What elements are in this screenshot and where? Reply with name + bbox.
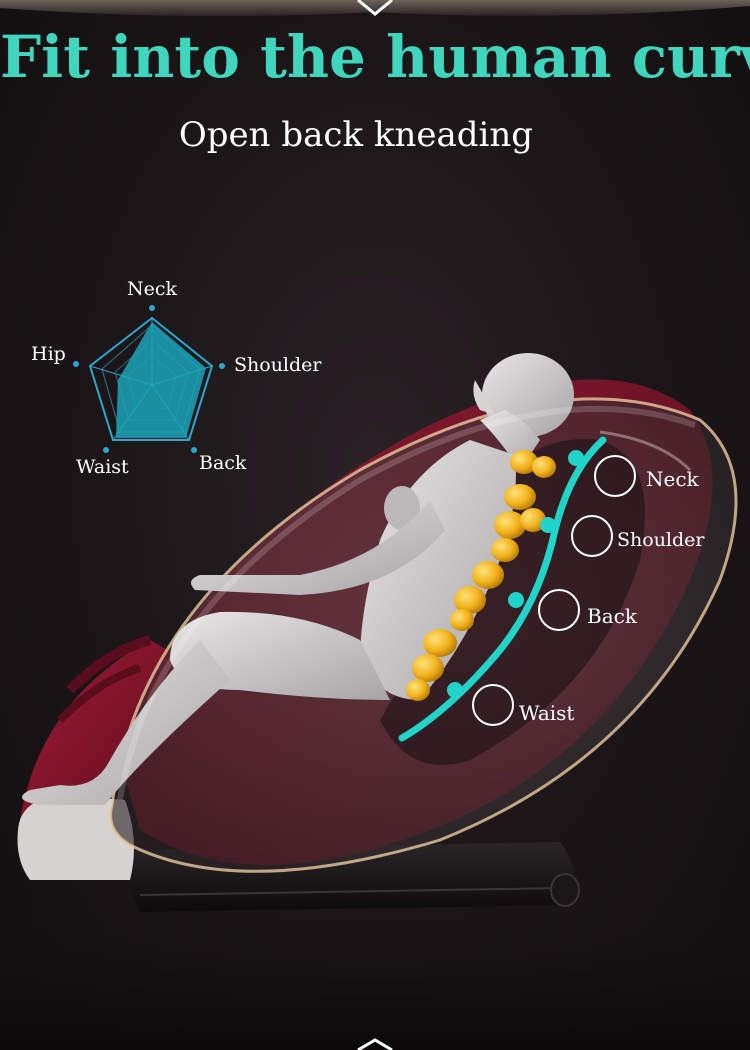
radar-label-back: Back (199, 452, 247, 474)
radar-chart (73, 305, 225, 453)
top-texture-band (0, 0, 750, 17)
roller-pair-neck (510, 450, 556, 478)
radar-dot-waist (103, 447, 109, 453)
human-figure (22, 353, 574, 805)
zone-ring-waist (472, 684, 514, 726)
radar-label-waist: Waist (76, 456, 129, 478)
zone-label-neck: Neck (646, 467, 699, 491)
zone-label-shoulder: Shoulder (617, 529, 705, 551)
radar-dot-neck (149, 305, 155, 311)
roller-pair-shoulder (491, 484, 546, 562)
track-point-back (508, 592, 524, 608)
top-chevron-down-icon (357, 0, 393, 16)
roller-pair-waist (406, 629, 457, 701)
track-point-neck (568, 450, 584, 466)
track-point-shoulder (540, 517, 556, 533)
zone-label-waist: Waist (519, 701, 575, 725)
radar-dot-back (191, 447, 197, 453)
track-point-waist (447, 682, 463, 698)
zone-ring-back (538, 589, 580, 631)
zone-ring-shoulder (571, 515, 613, 557)
radar-dot-hip (73, 361, 79, 367)
subheadline: Open back kneading (178, 115, 534, 155)
headline: Fit into the human curve (0, 23, 750, 91)
radar-dot-shoulder (219, 363, 225, 369)
radar-label-neck: Neck (127, 278, 178, 300)
radar-fill (116, 322, 206, 438)
massage-track-curve (398, 436, 607, 742)
floor (0, 900, 750, 1050)
radar-outline (88, 316, 214, 441)
bottom-chevron-down-icon (357, 1038, 393, 1050)
massage-rollers (406, 450, 556, 701)
radar-label-shoulder: Shoulder (234, 354, 322, 376)
roller-pair-back (450, 561, 504, 631)
zone-ring-neck (594, 455, 636, 497)
radar-label-hip: Hip (31, 343, 66, 365)
zone-label-back: Back (587, 604, 637, 628)
